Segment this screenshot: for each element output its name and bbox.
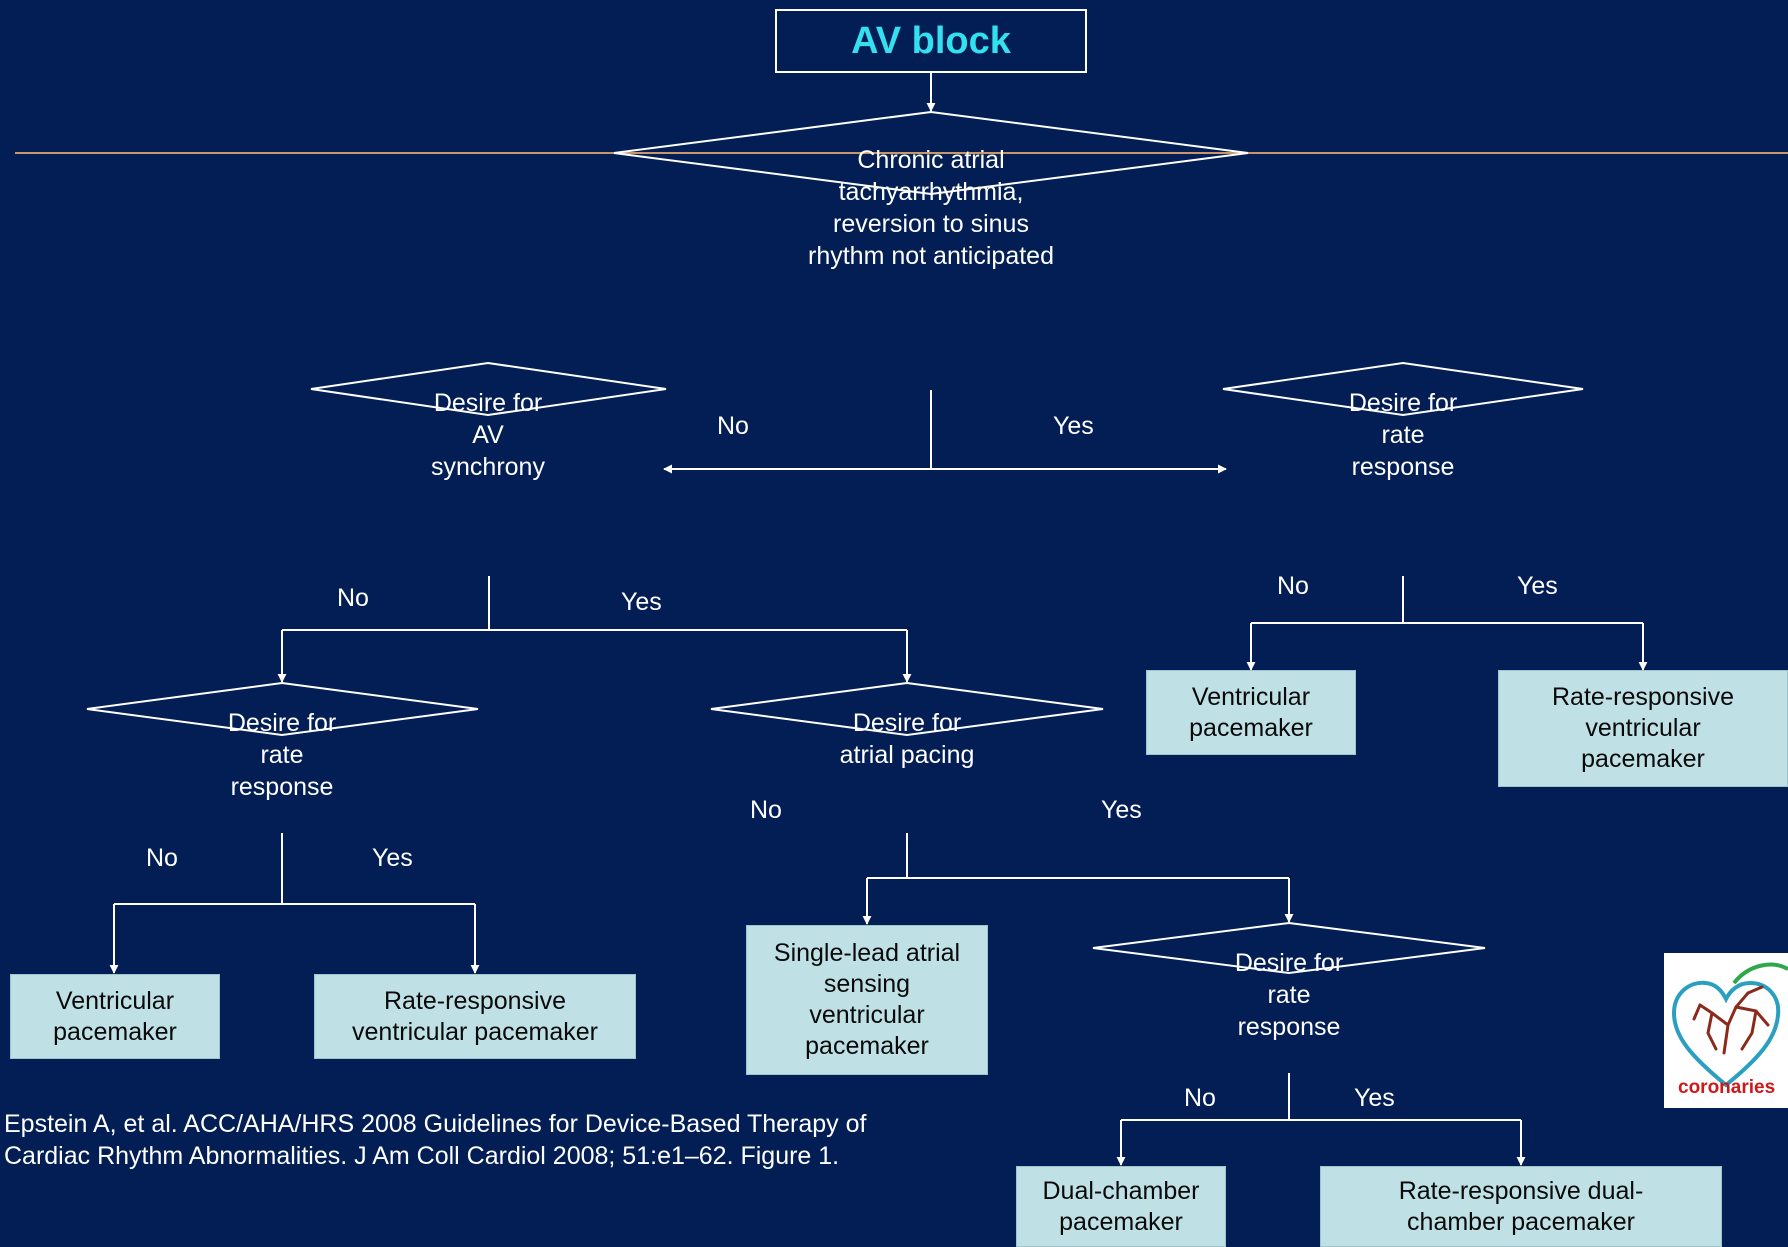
citation-text: Epstein A, et al. ACC/AHA/HRS 2008 Guide… [4, 1110, 867, 1170]
outcome-box-single-lead: Single-lead atrial sensing ventricular p… [746, 925, 988, 1075]
outcome-box-right-rate-ventricular: Rate-responsive ventricular pacemaker [1498, 670, 1788, 787]
decision-diamond-atrial-pacing [710, 681, 1104, 737]
branch-label-right-no: No [1277, 572, 1309, 600]
branch-label-top-yes: Yes [1053, 412, 1094, 440]
title-text: AV block [851, 19, 1011, 62]
branch-label-top-no: No [717, 412, 749, 440]
branch-label-av-yes: Yes [621, 588, 662, 616]
outcome-box-left-rate-ventricular: Rate-responsive ventricular pacemaker [314, 974, 636, 1059]
branch-label-right-yes: Yes [1517, 572, 1558, 600]
decision-text-av-synchrony: Desire for AV synchrony [431, 389, 545, 481]
branch-label-bottom-rate-yes: Yes [1354, 1084, 1395, 1112]
decision-diamond-chronic [613, 110, 1249, 196]
outcome-box-dual-chamber: Dual-chamber pacemaker [1016, 1166, 1226, 1247]
branch-label-av-no: No [337, 584, 369, 612]
decision-text-atrial-pacing: Desire for atrial pacing [839, 709, 975, 769]
decision-diamond-rate-bottom [1092, 921, 1486, 975]
heart-logo-icon [1671, 962, 1788, 1088]
branch-label-bottom-rate-no: No [1184, 1084, 1216, 1112]
decision-text-chronic: Chronic atrial tachyarrhythmia, reversio… [808, 146, 1054, 270]
decision-diamond-rate-left [86, 681, 479, 737]
decision-diamond-av-synchrony [310, 361, 667, 417]
decision-text-rate-left: Desire for rate response [227, 709, 337, 801]
decision-text-rate-bottom: Desire for rate response [1234, 949, 1344, 1041]
logo-text: coronaries [1678, 1077, 1776, 1098]
decision-text-rate-right: Desire for rate response [1348, 389, 1458, 481]
title-box: AV block [775, 9, 1087, 73]
branch-label-left-rate-no: No [146, 844, 178, 872]
coronaries-logo: coronaries [1664, 953, 1788, 1108]
branch-label-left-rate-yes: Yes [372, 844, 413, 872]
outcome-box-right-ventricular: Ventricular pacemaker [1146, 670, 1356, 755]
branch-label-atrial-no: No [750, 796, 782, 824]
outcome-box-rate-dual-chamber: Rate-responsive dual- chamber pacemaker [1320, 1166, 1722, 1247]
branch-label-atrial-yes: Yes [1101, 796, 1142, 824]
outcome-box-left-ventricular: Ventricular pacemaker [10, 974, 220, 1059]
decision-diamond-rate-right [1222, 361, 1584, 417]
